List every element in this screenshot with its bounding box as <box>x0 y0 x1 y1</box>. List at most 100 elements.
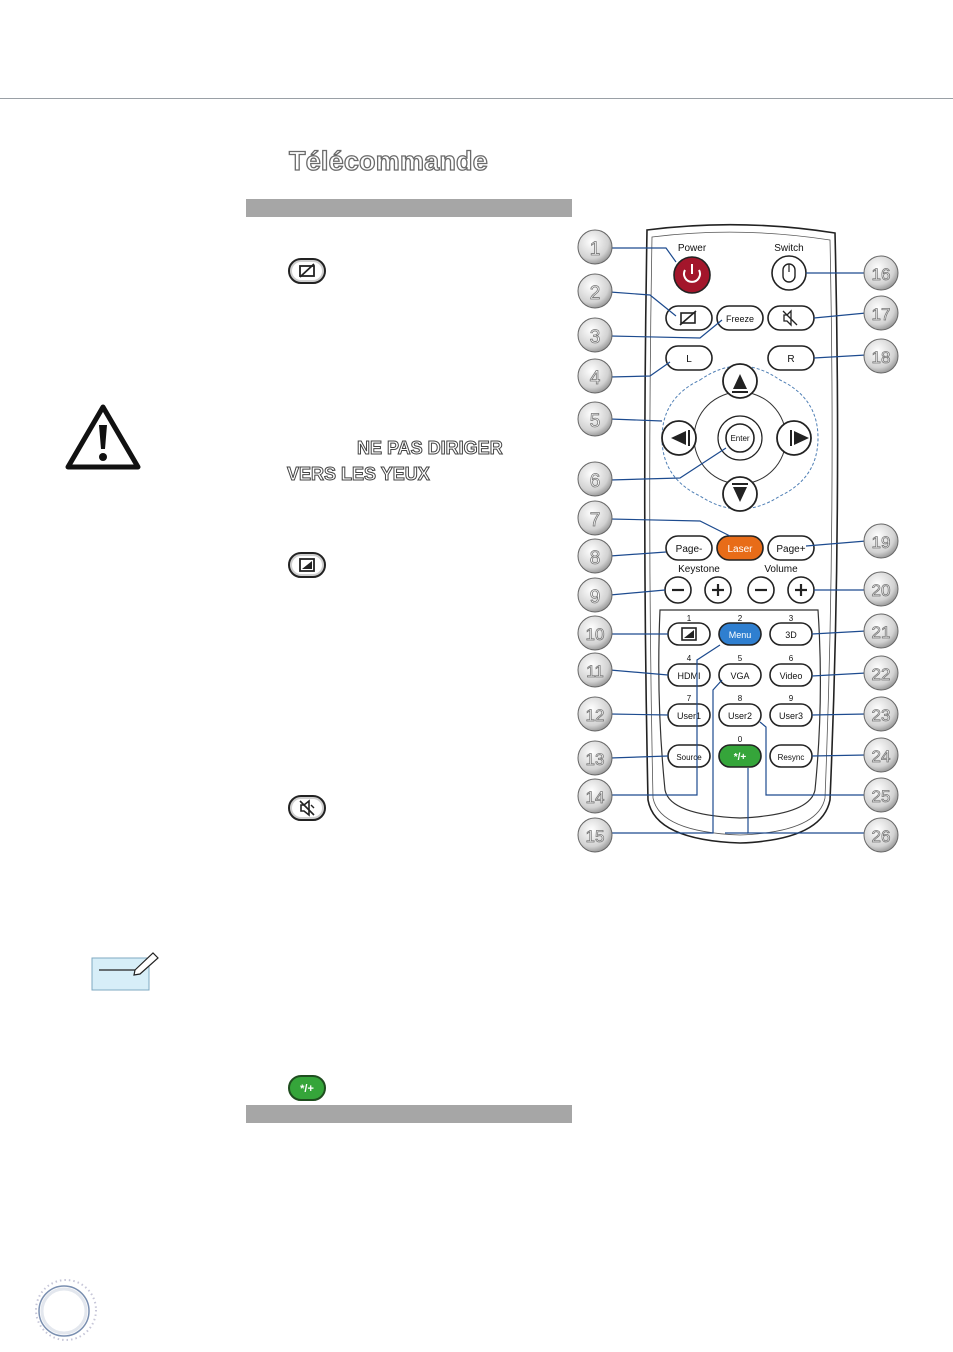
remote-body <box>643 223 839 844</box>
user2-button[interactable]: User2 <box>718 703 762 727</box>
svg-text:6: 6 <box>590 471 601 492</box>
page-down-button[interactable]: Page- <box>665 535 713 561</box>
svg-text:24: 24 <box>872 747 891 766</box>
page-title: Télécommande <box>288 145 488 176</box>
section-bottom-bar <box>246 1105 572 1123</box>
warning-line-2: VERS LES YEUX <box>287 464 431 485</box>
callout-4: 4 <box>577 358 613 394</box>
num-3: 3 <box>789 614 794 623</box>
source-button[interactable]: Source <box>667 744 711 768</box>
svg-text:26: 26 <box>872 827 891 846</box>
user3-button[interactable]: User3 <box>769 703 813 727</box>
page-up-button[interactable]: Page+ <box>767 535 815 561</box>
resync-button[interactable]: Resync <box>769 744 813 768</box>
num-5: 5 <box>738 654 743 663</box>
svg-text:21: 21 <box>872 623 891 642</box>
vga-button[interactable]: VGA <box>718 663 762 687</box>
switch-button[interactable] <box>771 255 807 291</box>
svg-text:3: 3 <box>590 327 601 348</box>
right-click-button[interactable]: R <box>767 345 815 371</box>
keystone-label: Keystone <box>678 564 720 575</box>
vga-label: VGA <box>730 671 749 681</box>
callout-8: 8 <box>577 538 613 574</box>
video-label: Video <box>780 671 803 681</box>
mute-button[interactable] <box>767 305 815 331</box>
section-top-bar <box>246 199 572 217</box>
svg-text:9: 9 <box>590 587 601 608</box>
menu-label: Menu <box>729 630 752 640</box>
mute-button-icon <box>288 795 326 821</box>
callout-25: 25 <box>863 777 899 813</box>
arrow-right-icon <box>794 431 809 445</box>
aspect-ratio-icon: */+ <box>734 752 747 763</box>
down-button[interactable] <box>722 476 758 512</box>
power-button[interactable] <box>673 256 711 294</box>
svg-text:18: 18 <box>872 348 891 367</box>
aspect-button[interactable]: */+ <box>718 744 762 768</box>
aspect-ratio-icon: */+ <box>300 1083 314 1095</box>
user1-button[interactable]: User1 <box>667 703 711 727</box>
left-arrow-button[interactable] <box>661 420 697 456</box>
callout-3: 3 <box>577 317 613 353</box>
screen-blank-icon <box>299 263 315 278</box>
callout-26: 26 <box>863 817 899 853</box>
svg-text:10: 10 <box>586 625 605 644</box>
3d-button[interactable]: 3D <box>769 622 813 646</box>
video-button[interactable]: Video <box>769 663 813 687</box>
svg-text:*/+: */+ <box>300 1083 314 1095</box>
num-9: 9 <box>789 694 794 703</box>
laser-label: Laser <box>727 544 753 555</box>
power-label: Power <box>678 243 707 254</box>
menu-button[interactable]: Menu <box>718 622 762 646</box>
callout-9: 9 <box>577 577 613 613</box>
enter-label: Enter <box>730 434 749 443</box>
num-2: 2 <box>738 614 743 623</box>
remote-control-diagram: Power Switch Freeze L R <box>577 223 899 853</box>
up-button[interactable] <box>722 363 758 399</box>
callout-2: 2 <box>577 273 613 309</box>
enter-button[interactable]: Enter <box>717 415 763 461</box>
callout-5: 5 <box>577 401 613 437</box>
freeze-button[interactable]: Freeze <box>716 305 764 331</box>
volume-plus-button[interactable] <box>787 576 815 604</box>
callout-19: 19 <box>863 523 899 559</box>
callout-13: 13 <box>577 740 613 776</box>
source-label: Source <box>676 753 702 762</box>
page-minus-label: Page- <box>676 544 703 555</box>
header-rule <box>0 98 953 99</box>
keystone-plus-button[interactable] <box>704 576 732 604</box>
switch-label: Switch <box>774 243 803 254</box>
laser-button[interactable]: Laser <box>716 535 764 561</box>
left-click-button[interactable]: L <box>665 345 713 371</box>
svg-text:25: 25 <box>872 787 891 806</box>
svg-text:15: 15 <box>586 827 605 846</box>
keystone-minus-button[interactable] <box>664 576 692 604</box>
callout-11: 11 <box>577 652 613 688</box>
volume-minus-button[interactable] <box>747 576 775 604</box>
resync-label: Resync <box>778 753 805 762</box>
callout-22: 22 <box>863 655 899 691</box>
speaker-mute-icon <box>299 799 315 817</box>
page-number-badge <box>35 1279 97 1341</box>
svg-text:12: 12 <box>586 706 605 725</box>
keystone-icon <box>299 558 315 572</box>
callout-7: 7 <box>577 500 613 536</box>
hdmi-button[interactable]: HDMI <box>667 663 711 687</box>
page-plus-label: Page+ <box>776 544 805 555</box>
callout-16: 16 <box>863 255 899 291</box>
callout-lines <box>608 247 867 834</box>
arrow-down-icon <box>733 487 747 502</box>
screen-blank-icon <box>680 312 696 324</box>
right-arrow-button[interactable] <box>776 420 812 456</box>
callout-18: 18 <box>863 338 899 374</box>
freeze-label: Freeze <box>726 314 754 324</box>
callout-15: 15 <box>577 817 613 853</box>
r-label: R <box>787 354 794 365</box>
keystone-correct-button[interactable] <box>667 622 711 646</box>
num-1: 1 <box>687 614 692 623</box>
blank-screen-button-icon <box>288 258 326 284</box>
blank-screen-button[interactable] <box>665 305 713 331</box>
note-pencil-icon <box>91 952 159 991</box>
svg-text:8: 8 <box>590 548 601 569</box>
callout-23: 23 <box>863 696 899 732</box>
